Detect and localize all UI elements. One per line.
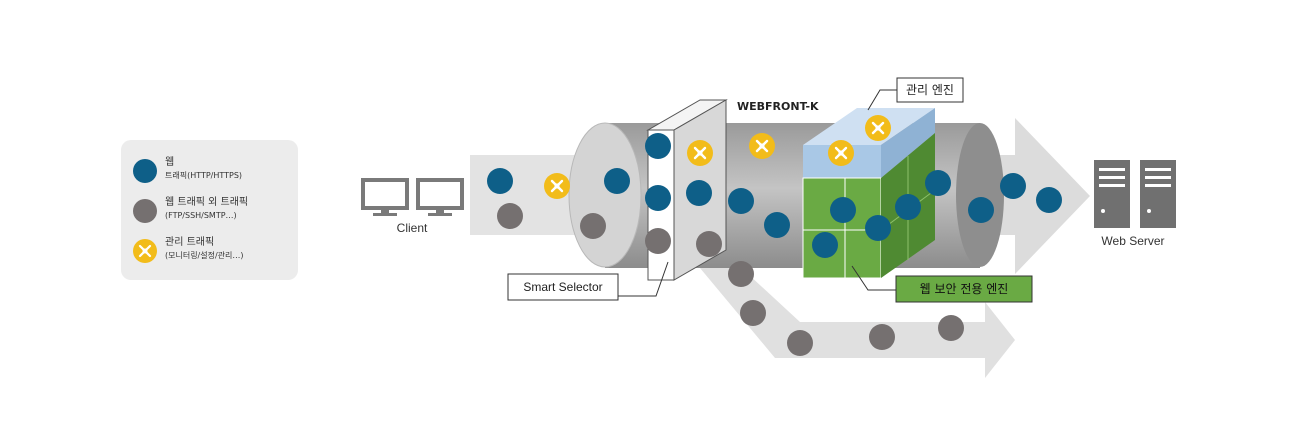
other-traffic-dot bbox=[787, 330, 813, 356]
mgmt-engine-label: 관리 엔진 bbox=[906, 83, 954, 97]
web-traffic-dot bbox=[604, 168, 630, 194]
web-traffic-dot bbox=[812, 232, 838, 258]
legend-web-desc: 트래픽(HTTP/HTTPS) bbox=[165, 171, 243, 180]
web-traffic-dot-icon bbox=[133, 159, 157, 183]
legend-item-web: 웹 트래픽(HTTP/HTTPS) bbox=[133, 156, 242, 183]
web-traffic-dot bbox=[925, 170, 951, 196]
server-tower-icon bbox=[1094, 160, 1130, 228]
legend: 웹 트래픽(HTTP/HTTPS) 웹 트래픽 외 트래픽 (FTP/SSH/S… bbox=[121, 140, 298, 280]
product-name-label: WEBFRONT-K bbox=[737, 100, 819, 113]
web-traffic-dot bbox=[764, 212, 790, 238]
other-traffic-dot bbox=[740, 300, 766, 326]
web-traffic-dot bbox=[1036, 187, 1062, 213]
mgmt-engine-callout-line bbox=[867, 89, 897, 111]
pipe-end bbox=[956, 123, 1004, 267]
mgmt-traffic-wrench-icon bbox=[133, 239, 157, 263]
client-monitor-icon bbox=[361, 178, 409, 216]
other-traffic-dot bbox=[938, 315, 964, 341]
legend-web-title: 웹 bbox=[165, 157, 175, 168]
security-engine-box bbox=[895, 275, 1033, 303]
smart-selector-callout-line bbox=[618, 261, 669, 297]
web-traffic-dot bbox=[645, 133, 671, 159]
mgmt-traffic-dot bbox=[749, 133, 775, 159]
smart-selector-label: Smart Selector bbox=[523, 280, 602, 294]
other-traffic-dot-icon bbox=[133, 199, 157, 223]
other-traffic-dot bbox=[497, 203, 523, 229]
web-traffic-dot bbox=[1000, 173, 1026, 199]
mgmt-traffic-dot bbox=[828, 140, 854, 166]
web-traffic-dot bbox=[830, 197, 856, 223]
web-traffic-dot bbox=[728, 188, 754, 214]
client-monitor-icon bbox=[416, 178, 464, 216]
other-traffic-dot bbox=[645, 228, 671, 254]
legend-item-other: 웹 트래픽 외 트래픽 (FTP/SSH/SMTP…) bbox=[133, 196, 248, 223]
legend-mgmt-title: 관리 트래픽 bbox=[165, 237, 215, 248]
smart-selector-box bbox=[507, 273, 619, 301]
web-traffic-dot bbox=[686, 180, 712, 206]
other-traffic-dot bbox=[869, 324, 895, 350]
security-engine-label: 웹 보안 전용 엔진 bbox=[920, 282, 1009, 296]
web-traffic-dot bbox=[487, 168, 513, 194]
other-traffic-dot bbox=[580, 213, 606, 239]
mgmt-traffic-dot bbox=[865, 115, 891, 141]
legend-other-desc: (FTP/SSH/SMTP…) bbox=[165, 211, 237, 220]
web-traffic-dot bbox=[968, 197, 994, 223]
client-label: Client bbox=[397, 221, 428, 235]
mgmt-traffic-dot bbox=[687, 140, 713, 166]
other-traffic-dot bbox=[728, 261, 754, 287]
legend-item-mgmt: 관리 트래픽 (모니터링/설정/관리…) bbox=[133, 236, 244, 263]
web-server-label: Web Server bbox=[1101, 234, 1164, 248]
mgmt-traffic-dot bbox=[544, 173, 570, 199]
web-traffic-dot bbox=[865, 215, 891, 241]
pipe-opening bbox=[568, 122, 642, 268]
bypass-arrow bbox=[695, 262, 1015, 378]
web-traffic-dot bbox=[895, 194, 921, 220]
mgmt-engine-box bbox=[896, 77, 964, 103]
security-engine-callout-line bbox=[851, 265, 896, 291]
server-tower-icon bbox=[1140, 160, 1176, 228]
legend-other-title: 웹 트래픽 외 트래픽 bbox=[165, 197, 249, 208]
web-traffic-dot bbox=[645, 185, 671, 211]
other-traffic-dot bbox=[696, 231, 722, 257]
legend-mgmt-desc: (모니터링/설정/관리…) bbox=[165, 251, 244, 260]
